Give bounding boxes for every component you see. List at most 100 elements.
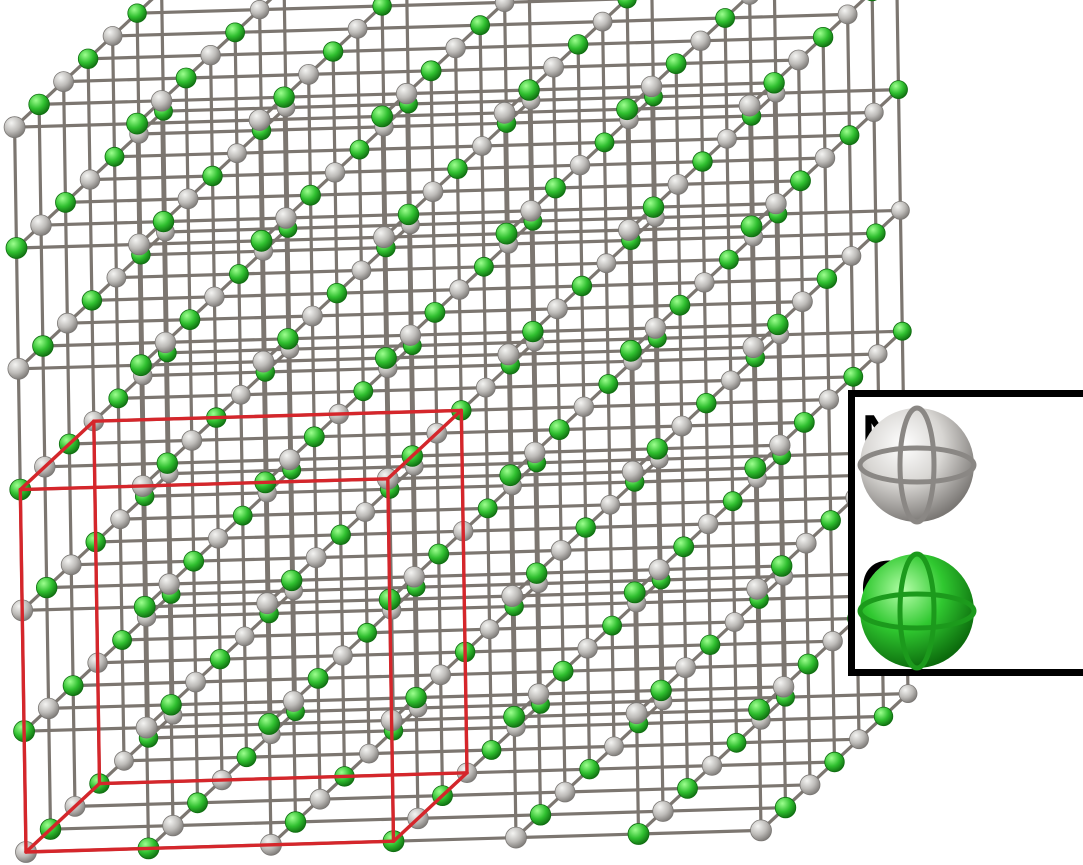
bond-line: [538, 809, 665, 817]
na-atom: [652, 800, 674, 822]
unit-cell-edge: [386, 408, 463, 481]
bond-line: [331, 46, 458, 54]
bond-line: [243, 634, 249, 759]
na-atom: [671, 415, 693, 437]
bond-line: [527, 84, 654, 92]
bond-line: [429, 65, 556, 73]
cl-atom: [744, 457, 767, 479]
bond-line: [533, 450, 539, 575]
bond-line: [584, 525, 590, 651]
cl-atom: [28, 93, 50, 116]
bond-line: [749, 110, 876, 118]
bond-line: [531, 326, 658, 334]
bond-line: [484, 382, 610, 390]
cl-atom: [232, 505, 253, 526]
bond-line: [41, 340, 167, 348]
na-atom: [596, 253, 617, 274]
cl-atom: [281, 569, 303, 592]
cl-atom: [77, 48, 99, 70]
bond-line: [384, 242, 510, 250]
cl-atom: [669, 294, 691, 316]
bond-line: [659, 688, 665, 813]
bond-line: [357, 148, 363, 272]
bond-line: [16, 363, 143, 371]
bond-line: [751, 231, 878, 239]
na-atom: [449, 279, 470, 300]
bond-line: [504, 232, 510, 356]
cl-atom: [522, 320, 544, 343]
cl-atom: [371, 105, 394, 128]
cl-atom: [183, 550, 205, 572]
bond-line: [631, 470, 637, 595]
na-atom: [724, 612, 745, 632]
bond-line: [680, 424, 686, 549]
bond-line: [527, 88, 533, 213]
bond-line: [359, 268, 365, 393]
bond-line: [261, 246, 388, 253]
bond-line: [216, 536, 222, 661]
bond-line: [674, 58, 801, 66]
bond-line: [212, 291, 339, 299]
bond-line: [414, 692, 541, 700]
na-atom: [472, 136, 492, 156]
bond-line: [316, 676, 322, 801]
bond-line: [416, 813, 543, 821]
na-atom: [868, 344, 888, 364]
bond-line: [139, 360, 265, 367]
bond-line: [293, 706, 420, 714]
na-atom: [282, 690, 305, 712]
bond-line: [45, 582, 171, 590]
bond-line: [110, 34, 117, 159]
cl-atom: [357, 622, 378, 643]
bond-line: [356, 23, 482, 31]
bond-line: [258, 114, 384, 122]
bond-line: [406, 212, 412, 337]
bond-line: [553, 182, 680, 190]
bond-line: [504, 228, 631, 236]
bond-line: [261, 360, 267, 484]
bond-line: [141, 484, 147, 609]
bond-line: [585, 643, 712, 651]
bond-line: [776, 208, 903, 216]
bond-line: [310, 314, 316, 439]
bond-line: [529, 95, 656, 103]
bond-line: [288, 458, 294, 583]
bond-line: [333, 167, 460, 174]
bond-line: [20, 605, 147, 613]
na-atom: [493, 101, 516, 124]
bond-line: [292, 699, 298, 824]
na-atom: [248, 109, 271, 131]
bond-line: [412, 575, 418, 700]
cl-atom: [696, 393, 717, 414]
bond-line: [114, 276, 120, 400]
bond-line: [804, 541, 810, 666]
cl-atom: [104, 146, 125, 167]
bond-line: [536, 692, 543, 817]
unit-cell-edge: [386, 477, 396, 843]
bond-line: [512, 715, 518, 840]
bond-line: [284, 216, 290, 341]
bond-line: [676, 182, 682, 307]
bond-line: [122, 755, 249, 763]
bond-line: [685, 783, 812, 791]
bond-line: [410, 454, 416, 579]
bond-line: [486, 503, 612, 510]
bond-line: [95, 657, 222, 665]
bond-line: [683, 665, 690, 791]
na-atom: [53, 71, 74, 92]
bond-line: [661, 805, 788, 813]
cl-atom: [552, 660, 574, 682]
na-atom: [841, 246, 862, 266]
cl-atom: [892, 321, 912, 341]
bond-line: [437, 548, 563, 556]
bond-line: [406, 209, 533, 216]
bond-line: [698, 39, 705, 164]
bond-line: [356, 27, 362, 152]
bond-line: [165, 347, 292, 355]
bond-line: [22, 725, 149, 733]
na-atom: [694, 272, 715, 293]
bond-line: [676, 179, 803, 186]
na-atom: [698, 513, 719, 535]
cl-atom: [225, 22, 246, 43]
bond-line: [48, 823, 175, 831]
